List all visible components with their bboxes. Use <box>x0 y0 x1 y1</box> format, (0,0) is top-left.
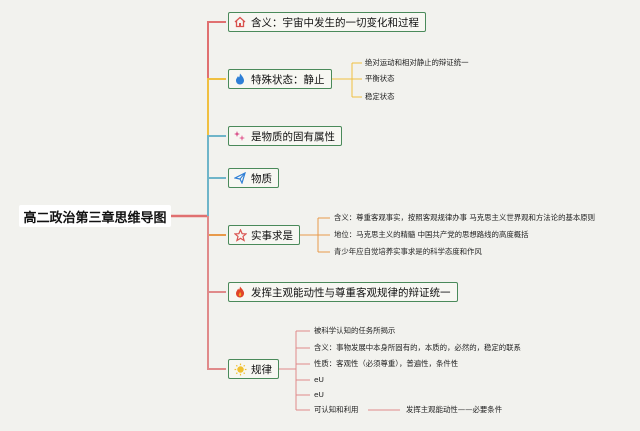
leaf-text: 青少年应自觉培养实事求是的科学态度和作风 <box>334 247 482 256</box>
branch-connector <box>207 216 226 370</box>
leaf-text: 发挥主观能动性——必要条件 <box>406 405 503 414</box>
branch-label: 物质 <box>251 172 272 185</box>
branch-connector <box>207 20 226 216</box>
leaf-text: 被科学认知的任务所揭示 <box>314 326 396 335</box>
leaf-text: 稳定状态 <box>365 92 395 101</box>
branch-dialectical-unity[interactable]: 发挥主观能动性与尊重客观规律的辩证统一 <box>228 282 458 302</box>
branch-label: 发挥主观能动性与尊重客观规律的辩证统一 <box>251 286 451 299</box>
leaf-connector <box>279 330 310 411</box>
branch-connector <box>207 77 226 150</box>
branch-connector <box>207 135 226 216</box>
branch-connector <box>207 177 226 216</box>
root-node[interactable]: 高二政治第三章思维导图 <box>19 205 171 227</box>
house-icon <box>233 15 247 29</box>
branch-label: 是物质的固有属性 <box>251 130 335 143</box>
paper-plane-icon <box>233 171 247 185</box>
leaf-connector <box>300 217 330 253</box>
flame-icon <box>233 72 247 86</box>
branch-label: 含义：宇宙中发生的一切变化和过程 <box>251 16 419 29</box>
branch-special-state[interactable]: 特殊状态：静止 <box>228 69 332 89</box>
leaf-text: 含义：事物发展中本身所固有的，本质的，必然的，稳定的联系 <box>314 343 521 352</box>
fire-icon <box>233 285 247 299</box>
branch-label: 实事求是 <box>251 229 293 242</box>
leaf-connector <box>331 62 362 98</box>
leaf-text: 含义：尊重客观事实，按照客观规律办事 马克思主义世界观和方法论的基本原则 <box>334 213 596 222</box>
leaf-text: 性质：客观性（必须尊重），普遍性，条件性 <box>314 359 459 368</box>
branch-label: 规律 <box>251 363 272 376</box>
leaf-text: 绝对运动和相对静止的辩证统一 <box>365 58 469 67</box>
branch-label: 特殊状态：静止 <box>251 73 325 86</box>
branch-matter[interactable]: 物质 <box>228 168 279 188</box>
branch-meaning[interactable]: 含义：宇宙中发生的一切变化和过程 <box>228 12 426 32</box>
leaf-text: 地位：马克思主义的精髓 中国共产党的思想路线的高度概括 <box>334 230 529 239</box>
leaf-text: 平衡状态 <box>365 74 395 83</box>
leaf-text: 可认知和利用 <box>314 405 359 414</box>
branch-seek-truth[interactable]: 实事求是 <box>228 225 300 245</box>
sparkle-icon <box>233 129 247 143</box>
leaf-text: eU <box>314 375 324 384</box>
branch-inherent-attribute[interactable]: 是物质的固有属性 <box>228 126 342 146</box>
sun-icon <box>233 362 247 376</box>
leaf-text: eU <box>314 390 324 399</box>
star-outline-icon <box>233 228 247 242</box>
branch-connector <box>207 216 226 236</box>
branch-law[interactable]: 规律 <box>228 359 279 379</box>
branch-connector <box>207 216 226 293</box>
